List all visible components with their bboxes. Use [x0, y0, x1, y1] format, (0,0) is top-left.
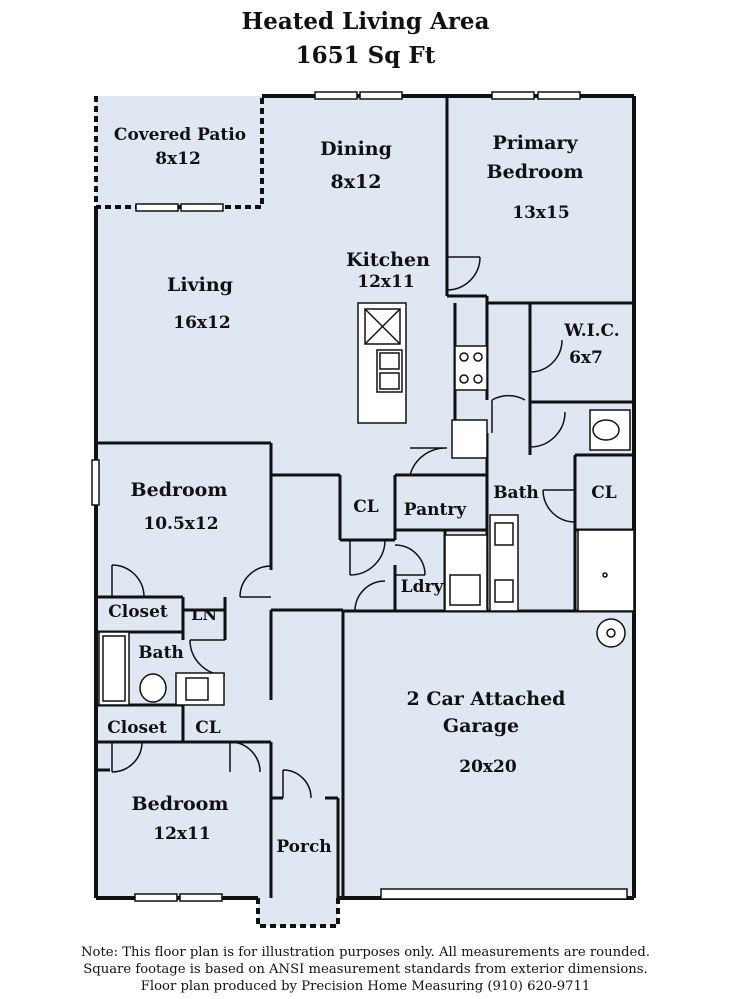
floor-fills: [96, 96, 634, 926]
label-pantry: Pantry: [404, 500, 468, 520]
footer-note-2: Square footage is based on ANSI measurem…: [83, 962, 648, 977]
range-icon: [454, 345, 488, 391]
size-wic: 6x7: [569, 348, 603, 368]
label-cl-primary: CL: [591, 483, 617, 503]
dashed-outlines: [94, 96, 340, 928]
doors: [111, 256, 576, 799]
size-bedroom-front: 10.5x12: [143, 514, 218, 534]
label-closet-2: Closet: [107, 718, 167, 738]
label-garage-2: Garage: [443, 715, 519, 737]
footer-note-1: Note: This floor plan is for illustratio…: [81, 945, 650, 960]
label-linen: LN: [191, 605, 217, 624]
fixtures: [98, 302, 635, 706]
label-primary-2: Bedroom: [487, 161, 584, 183]
label-wic: W.I.C.: [563, 321, 619, 341]
label-dining: Dining: [320, 138, 392, 160]
size-living: 16x12: [173, 313, 230, 333]
size-bedroom-rear: 12x11: [153, 824, 210, 844]
label-covered-patio: Covered Patio: [114, 125, 246, 145]
label-living: Living: [167, 274, 233, 296]
label-primary-1: Primary: [493, 132, 579, 154]
label-cl-bedroom: CL: [195, 718, 221, 738]
refrigerator-icon: [451, 419, 488, 459]
hall-toilet-icon: [139, 673, 167, 703]
plan-title: Heated Living Area: [241, 8, 490, 35]
size-dining: 8x12: [331, 171, 382, 193]
label-garage-1: 2 Car Attached: [407, 688, 566, 710]
label-primary-bath: Bath: [493, 483, 539, 503]
label-cl-hall: CL: [353, 497, 379, 517]
label-kitchen: Kitchen: [346, 249, 430, 271]
label-bath-hall: Bath: [138, 643, 184, 663]
size-garage: 20x20: [459, 757, 517, 777]
shower-icon: [577, 529, 635, 612]
plan-area: 1651 Sq Ft: [295, 42, 436, 69]
room-labels: Covered Patio 8x12 Dining 8x12 Primary B…: [107, 125, 619, 857]
label-porch: Porch: [276, 837, 331, 857]
label-bedroom-rear: Bedroom: [132, 793, 229, 815]
size-primary: 13x15: [512, 203, 569, 223]
size-covered-patio: 8x12: [155, 149, 201, 169]
windows: [91, 91, 628, 902]
size-kitchen: 12x11: [357, 272, 414, 292]
label-bedroom-front: Bedroom: [131, 479, 228, 501]
footer-note-3: Floor plan produced by Precision Home Me…: [140, 979, 591, 994]
label-closet-1: Closet: [108, 602, 168, 622]
washer-icon: [449, 574, 481, 606]
label-laundry: Ldry: [401, 577, 445, 597]
